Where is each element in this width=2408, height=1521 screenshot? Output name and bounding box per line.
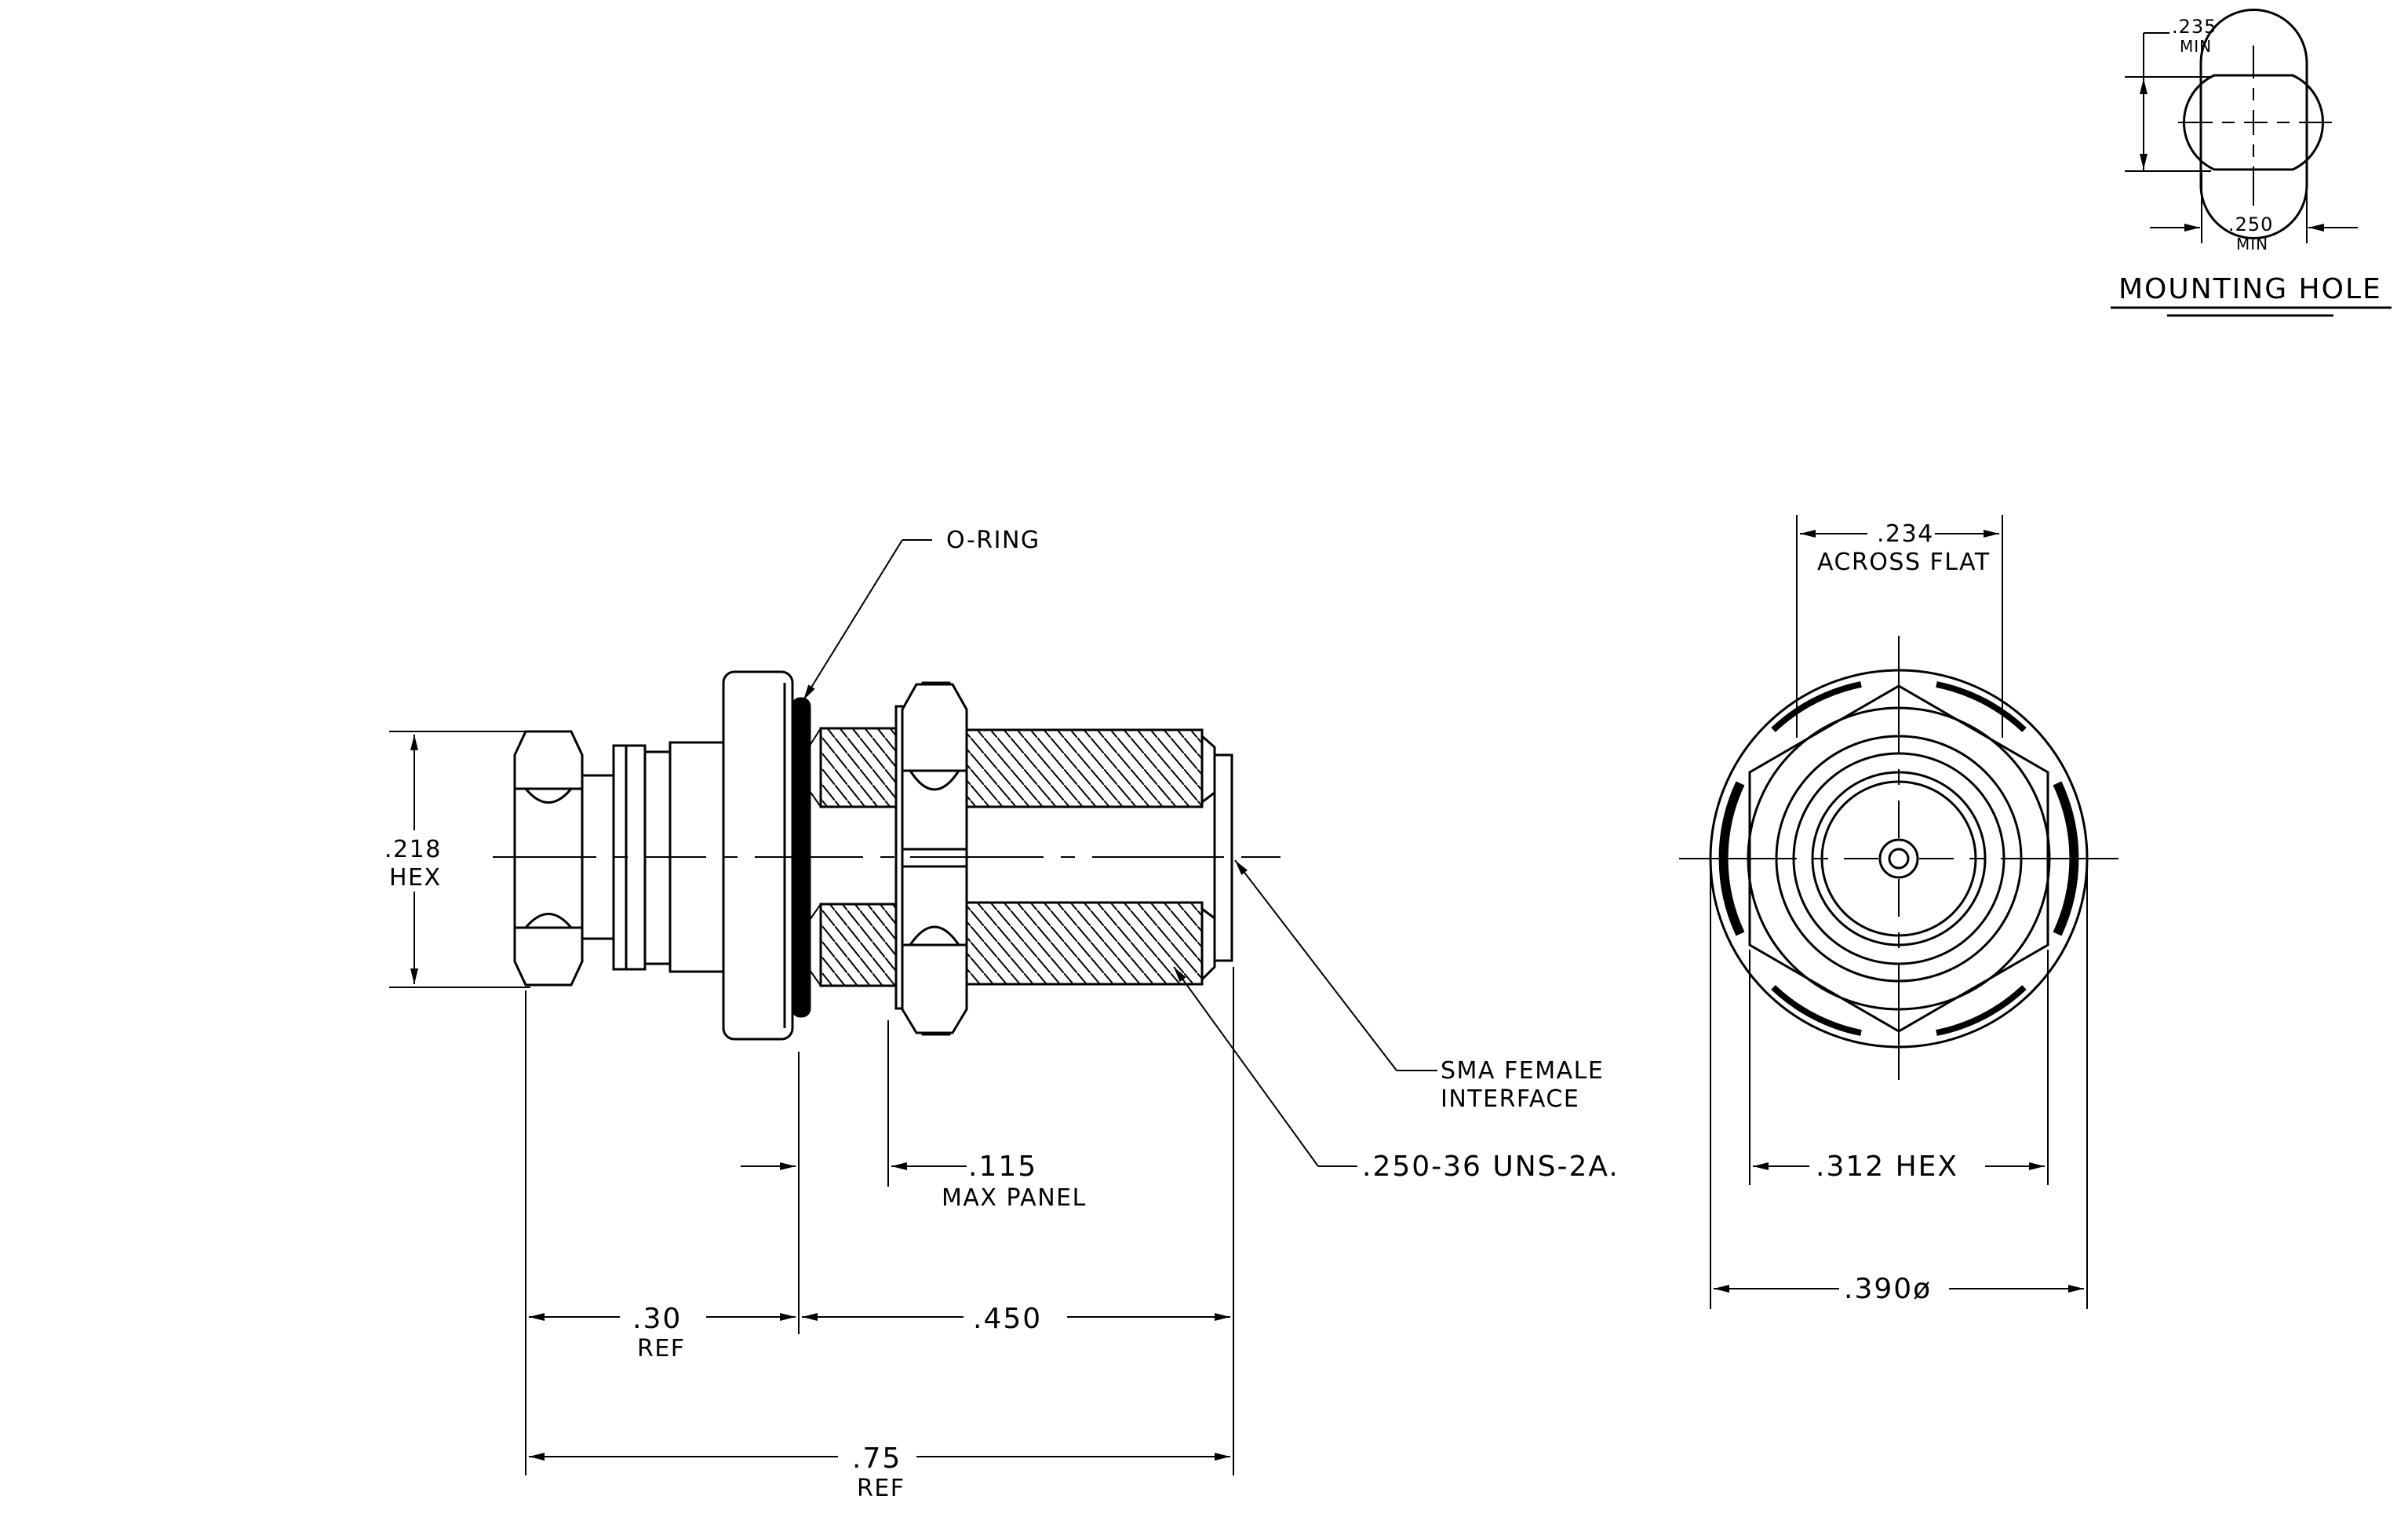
hex-dim-value: .218 <box>384 836 442 863</box>
len450-dim-value: .450 <box>973 1303 1042 1335</box>
mounting-hole-dia-value: .250 <box>2228 213 2273 235</box>
flange <box>722 670 794 1041</box>
center-pin-inner <box>1888 848 1910 870</box>
mounting-hole-detail <box>2111 9 2392 317</box>
o-ring-arc-top-left <box>1771 681 1862 732</box>
interface-label-line2: INTERFACE <box>1441 1085 1579 1113</box>
outer-dia-dim-label: .390ø <box>1844 1273 1932 1305</box>
side-view-dimensions <box>389 539 1437 1475</box>
connector-side-view <box>493 670 1281 1041</box>
center-pin-outer <box>1878 838 1919 879</box>
ref30-dim-value: .30 <box>632 1303 682 1335</box>
thread-right-bottom <box>965 901 1204 986</box>
panel-dim-value: .115 <box>968 1151 1037 1183</box>
thread-left-top <box>819 727 898 808</box>
panel-hex-nut-body <box>901 683 968 1034</box>
mounting-hole-dia-note: MIN <box>2236 235 2268 254</box>
mounting-hole-flat-note: MIN <box>2180 37 2212 56</box>
hex-dim-note: HEX <box>389 864 442 892</box>
o-ring-arc-bottom-right <box>1936 985 2027 1036</box>
across-flat-note: ACROSS FLAT <box>1817 549 1991 576</box>
thread-right-top <box>965 728 1204 808</box>
interface-label-line1: SMA FEMALE <box>1441 1057 1604 1085</box>
mounting-hole-flat-value: .235 <box>2172 16 2217 38</box>
mounting-hole-title: MOUNTING HOLE <box>2118 273 2382 305</box>
ref75-dim-note: REF <box>857 1475 905 1502</box>
panel-dim-note: MAX PANEL <box>942 1184 1087 1212</box>
o-ring-arc-top-right <box>1936 681 2027 732</box>
connector-end-view <box>1679 636 2118 1080</box>
across-flat-value: .234 <box>1877 520 1934 548</box>
ref30-dim-note: REF <box>637 1335 686 1362</box>
ref75-dim-value: .75 <box>852 1443 902 1475</box>
body-circle-3 <box>1811 771 1987 947</box>
thread-left-bottom <box>819 903 898 987</box>
mounting-hole-shape <box>2183 74 2324 171</box>
o-ring-label: O-RING <box>946 527 1040 554</box>
end-view-dimensions <box>1710 515 2088 1309</box>
o-ring-arc-bottom-left <box>1771 985 1862 1036</box>
rear-hex-nut <box>513 730 584 987</box>
end-hex-dim-label: .312 HEX <box>1816 1151 1958 1183</box>
thread-spec-label: .250-36 UNS-2A. <box>1362 1151 1619 1183</box>
